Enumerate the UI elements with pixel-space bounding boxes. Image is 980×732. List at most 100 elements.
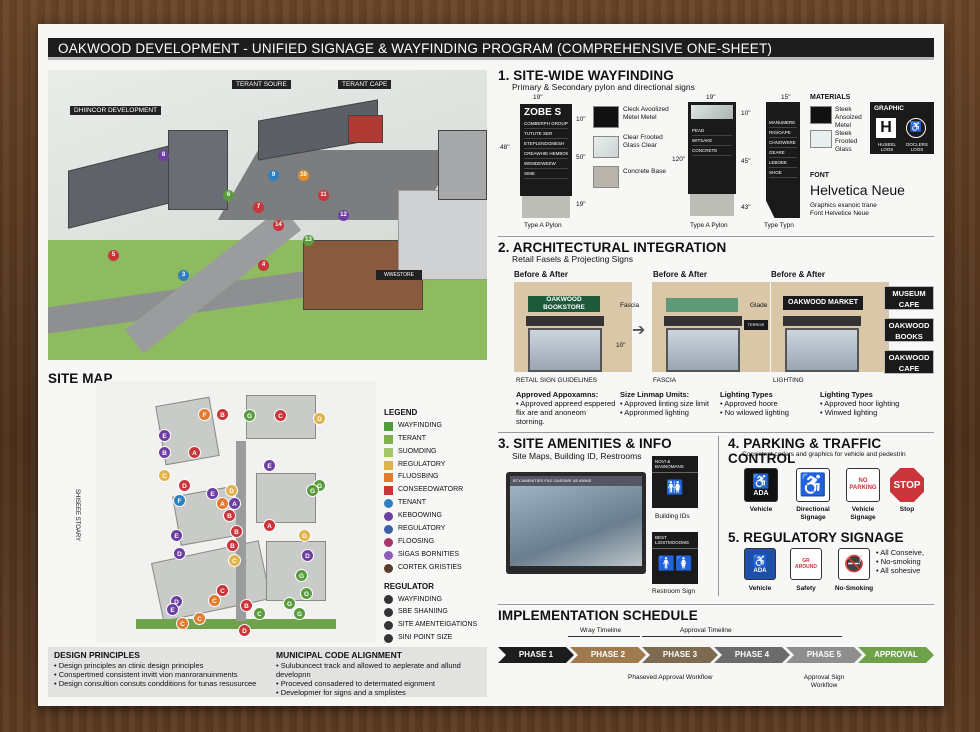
site-map-marker[interactable]: D xyxy=(238,624,251,637)
phase-3[interactable]: PHASE 3 xyxy=(642,647,718,663)
legend-swatch xyxy=(384,524,393,534)
site-map-marker[interactable]: B xyxy=(226,539,239,552)
legend-swatch xyxy=(384,473,393,483)
site-map-marker[interactable]: E xyxy=(170,529,183,542)
facade-market: OAKWOOD MARKET xyxy=(771,282,889,372)
site-map-marker[interactable]: G xyxy=(283,597,296,610)
site-map-marker[interactable]: E xyxy=(166,603,179,616)
font-name: Helvetica Neue xyxy=(810,182,905,198)
site-map-marker[interactable]: E xyxy=(158,429,171,442)
site-map-marker[interactable]: C xyxy=(228,554,241,567)
site-map-marker[interactable]: C xyxy=(253,607,266,620)
phase-4[interactable]: PHASE 4 xyxy=(714,647,790,663)
site-map-marker[interactable]: E xyxy=(206,487,219,500)
pylon-line: LEBOEE xyxy=(769,158,797,168)
aerial-map-pin[interactable]: 4 xyxy=(258,260,269,271)
site-map-marker[interactable]: F xyxy=(198,408,211,421)
building-id-header: NOVI & BASNOMANS xyxy=(652,456,698,473)
callout-development: DHIINCOR DEVELOPMENT xyxy=(70,106,162,115)
aerial-map-pin[interactable]: 9 xyxy=(268,170,279,181)
aerial-map-pin[interactable]: 14 xyxy=(273,220,284,231)
phase-6[interactable]: APPROVAL xyxy=(858,647,934,663)
yield-safety-icon: GR AROUND xyxy=(790,548,822,580)
arch-note-item: • Approved appreed esppered flix are and… xyxy=(516,399,616,426)
pylon-line: WITSAKE xyxy=(692,136,732,146)
site-map-marker[interactable]: G xyxy=(295,569,308,582)
parking-subtitle: Consistent corlers and graphics for vehi… xyxy=(742,451,906,458)
legend-item: REGULATORY xyxy=(384,523,477,536)
site-map-marker[interactable]: B xyxy=(223,509,236,522)
amenities-title: 3. SITE AMENITIES & INFO xyxy=(498,436,672,451)
legend-swatch xyxy=(384,512,393,522)
callout-tenant-source: TERANT SOURE xyxy=(232,80,291,89)
regulator-dot-icon xyxy=(384,621,393,631)
site-map-marker[interactable]: G xyxy=(298,529,311,542)
arch-note-item: • No wilowed lighting xyxy=(720,408,789,417)
aerial-map-pin[interactable]: 12 xyxy=(338,210,349,221)
site-map-marker[interactable]: D xyxy=(178,479,191,492)
phase-5[interactable]: PHASE 5 xyxy=(786,647,862,663)
fascia-label: Fascia xyxy=(620,302,640,309)
site-map-marker[interactable]: C xyxy=(193,612,206,625)
panel-sign-3: OAKWOOD CAFE xyxy=(884,350,934,374)
site-map-marker[interactable]: D xyxy=(313,412,326,425)
site-map-marker[interactable]: G xyxy=(293,607,306,620)
pylon1-dim-top: 19" xyxy=(533,94,543,101)
phase-2[interactable]: PHASE 2 xyxy=(570,647,646,663)
site-map-marker[interactable]: G xyxy=(243,409,256,422)
site-map-marker[interactable]: C xyxy=(208,594,221,607)
site-map-marker[interactable]: G xyxy=(300,587,313,600)
before-after-2: Before & After xyxy=(653,270,707,279)
site-map-marker[interactable]: C xyxy=(176,617,189,630)
legend-swatch xyxy=(384,447,393,457)
aerial-map-pin[interactable]: 11 xyxy=(318,190,329,201)
bookstore-fascia: OAKWOOD BOOKSTORE xyxy=(528,296,600,312)
legend-swatch xyxy=(384,550,393,560)
aerial-map-pin[interactable]: 13 xyxy=(303,235,314,246)
aerial-map-pin[interactable]: 3 xyxy=(178,270,189,281)
legend-label: REGULATORY xyxy=(398,460,446,468)
site-map-marker[interactable]: C xyxy=(216,584,229,597)
phase-1[interactable]: PHASE 1 xyxy=(498,647,574,663)
legend-item: CORTEK GRISTIES xyxy=(384,562,477,575)
site-map-marker[interactable]: D xyxy=(225,484,238,497)
aerial-map-pin[interactable]: 8 xyxy=(158,150,169,161)
restroom-header: BEST LIOSTMOOOMS xyxy=(652,532,698,549)
site-map-marker[interactable]: D xyxy=(301,549,314,562)
site-map-marker[interactable]: B xyxy=(240,599,253,612)
aerial-map-pin[interactable]: 5 xyxy=(108,250,119,261)
regulator-item: SITE AMENTEIGATIONS xyxy=(384,619,477,632)
site-map-marker[interactable]: B xyxy=(158,446,171,459)
site-map-marker[interactable]: A xyxy=(188,446,201,459)
site-map-marker[interactable]: F xyxy=(173,494,186,507)
caption-fascia: FASCIA xyxy=(653,377,677,384)
legend-swatch xyxy=(384,563,393,573)
design-principles-title: DESIGN PRINCIPLES xyxy=(54,650,140,660)
pylon1-dim-side: 48" xyxy=(500,144,510,151)
legend-label: TERANT xyxy=(398,434,426,442)
site-map-marker[interactable]: B xyxy=(216,408,229,421)
facade-dim: 10" xyxy=(616,342,626,349)
site-map-marker[interactable]: C xyxy=(158,469,171,482)
aerial-map-pin[interactable]: 7 xyxy=(253,202,264,213)
site-map-marker[interactable]: A xyxy=(263,519,276,532)
site-map-marker[interactable]: E xyxy=(263,459,276,472)
callout-tenant-cape: TERANT CAPE xyxy=(338,80,392,89)
aerial-map-pin[interactable]: 6 xyxy=(223,190,234,201)
site-map-marker[interactable]: C xyxy=(274,409,287,422)
ada-text: ADA xyxy=(753,568,767,574)
aerial-map-pin[interactable]: 10 xyxy=(298,170,309,181)
market-fascia: OAKWOOD MARKET xyxy=(783,296,863,310)
regulatory-bullet: • All sohesive xyxy=(876,566,921,575)
legend-item: TERANT xyxy=(384,433,477,446)
site-map-marker[interactable]: G xyxy=(306,484,319,497)
building-id-card: NOVI & BASNOMANS 🚻 xyxy=(652,456,698,508)
material-metal: Cleck Avoolized Metel Metel xyxy=(623,106,669,121)
glade-label: Glade xyxy=(750,302,768,309)
site-map-marker[interactable]: B xyxy=(230,525,243,538)
building-id-label: Building IDs xyxy=(655,513,690,520)
site-map-marker[interactable]: A xyxy=(228,497,241,510)
site-map-marker[interactable]: D xyxy=(173,547,186,560)
regulator-item: WAYFINDING xyxy=(384,594,477,607)
principle-item: • Design consultion consuts condditions … xyxy=(54,679,257,688)
